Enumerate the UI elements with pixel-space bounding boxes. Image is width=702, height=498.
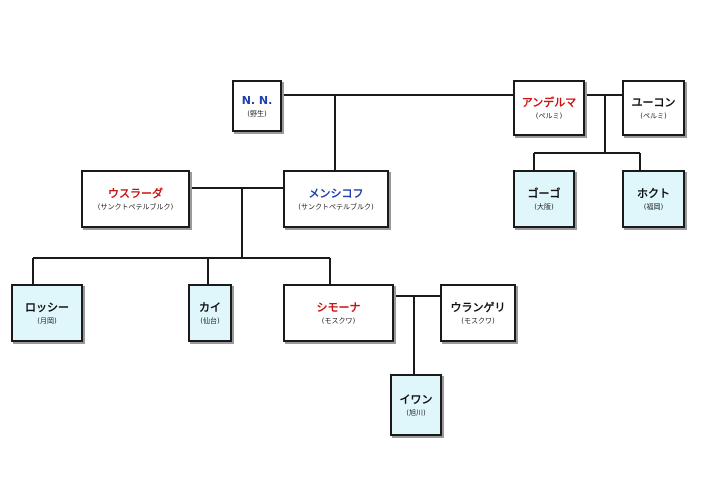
node-andelma: アンデルマ (ペルミ) bbox=[513, 80, 585, 136]
node-rossi: ロッシー (月岡) bbox=[11, 284, 83, 342]
node-menshikov: メンシコフ (サンクトペテルブルク) bbox=[283, 170, 389, 228]
node-name: シモーナ bbox=[316, 300, 361, 314]
node-place: (ペルミ) bbox=[640, 111, 667, 120]
node-nn: N. N. (野生) bbox=[232, 80, 282, 132]
node-place: (大阪) bbox=[534, 202, 554, 211]
node-place: (仙台) bbox=[200, 316, 220, 325]
node-wrangel: ウランゲリ (モスクワ) bbox=[440, 284, 516, 342]
node-yukon: ユーコン (ペルミ) bbox=[622, 80, 685, 136]
node-name: ホクト bbox=[637, 186, 670, 200]
node-name: ゴーゴ bbox=[527, 186, 561, 200]
node-kai: カイ (仙台) bbox=[188, 284, 232, 342]
node-place: (月岡) bbox=[37, 316, 57, 325]
node-place: (サンクトペテルブルク) bbox=[97, 202, 174, 211]
node-gogo: ゴーゴ (大阪) bbox=[513, 170, 575, 228]
node-hokuto: ホクト (福岡) bbox=[622, 170, 685, 228]
node-usurada: ウスラーダ (サンクトペテルブルク) bbox=[81, 170, 190, 228]
node-name: ウスラーダ bbox=[108, 186, 163, 200]
node-place: (モスクワ) bbox=[321, 316, 356, 325]
node-name: アンデルマ bbox=[521, 95, 577, 109]
node-name: N. N. bbox=[241, 93, 273, 107]
node-place: (サンクトペテルブルク) bbox=[298, 202, 374, 211]
node-name: ユーコン bbox=[631, 95, 676, 109]
node-name: ウランゲリ bbox=[450, 300, 506, 314]
node-name: ロッシー bbox=[25, 300, 69, 314]
node-ivan: イワン (旭川) bbox=[390, 374, 442, 436]
node-name: メンシコフ bbox=[308, 186, 364, 200]
node-place: (野生) bbox=[247, 109, 267, 118]
node-place: (モスクワ) bbox=[461, 316, 495, 325]
node-name: カイ bbox=[199, 300, 221, 314]
node-simona: シモーナ (モスクワ) bbox=[283, 284, 394, 342]
node-place: (ペルミ) bbox=[535, 111, 563, 120]
node-name: イワン bbox=[399, 392, 433, 406]
node-place: (福岡) bbox=[643, 202, 664, 211]
node-place: (旭川) bbox=[406, 408, 426, 417]
